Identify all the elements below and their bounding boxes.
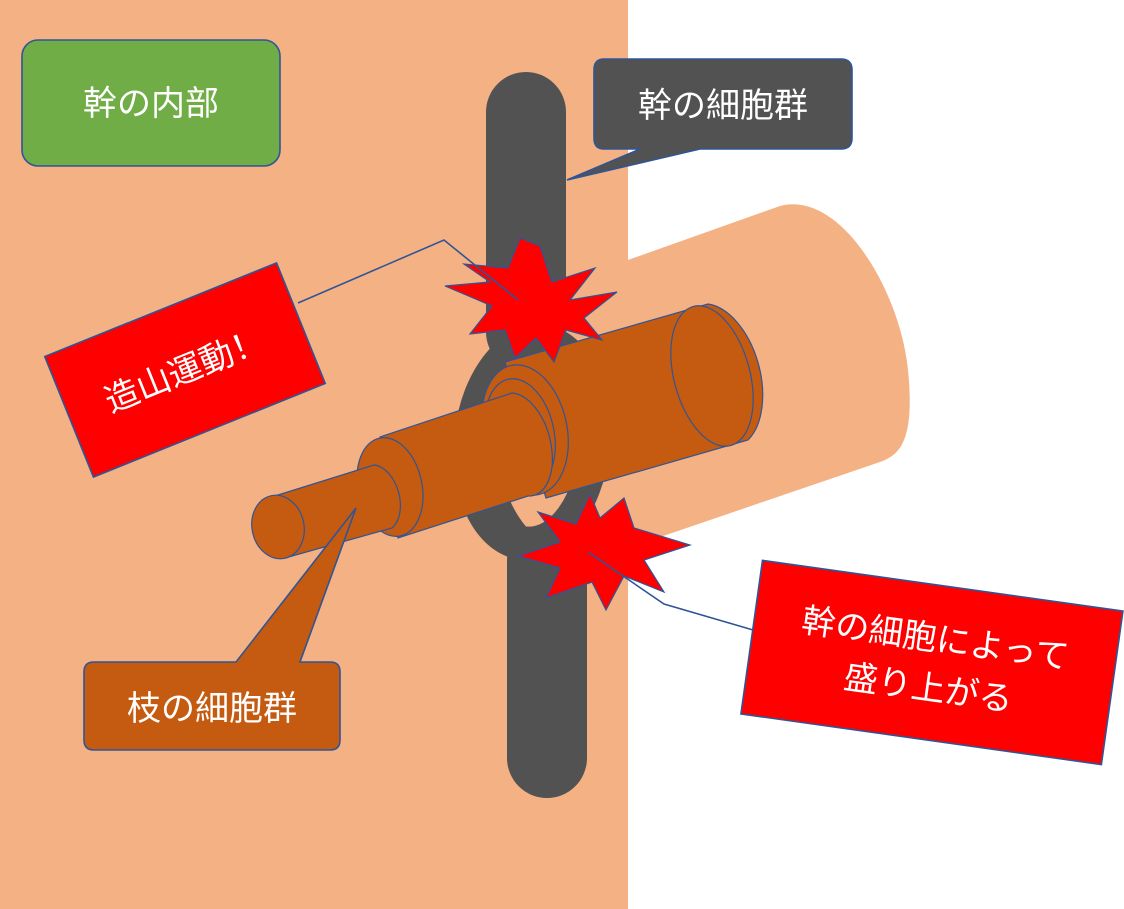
leader-line-mountain-building <box>297 239 519 304</box>
branch-segment-tip-end <box>251 494 305 560</box>
branch-cells-label: 枝の細胞群 <box>127 689 297 729</box>
explosion-burst-icon <box>444 237 618 364</box>
raised-by-trunk-cells-box <box>740 559 1124 766</box>
trunk-cells-label: 幹の細胞群 <box>638 86 808 126</box>
branch-segment-large-end <box>670 305 754 447</box>
trunk-interior-box <box>21 39 281 167</box>
raised-by-trunk-cells-box-group: 幹の細胞によって 盛り上がる <box>740 559 1124 766</box>
explosion-burst-icon <box>515 492 692 612</box>
branch-cells-callout-box <box>83 507 357 751</box>
leader-line-raised <box>587 551 761 633</box>
mountain-building-box-group: 造山運動！ <box>43 261 327 479</box>
trunk-interior-label: 幹の内部 <box>83 84 219 124</box>
mountain-building-box <box>43 261 327 479</box>
trunk-cells-callout-box <box>566 58 853 181</box>
outer-branch-cylinder <box>628 204 910 548</box>
